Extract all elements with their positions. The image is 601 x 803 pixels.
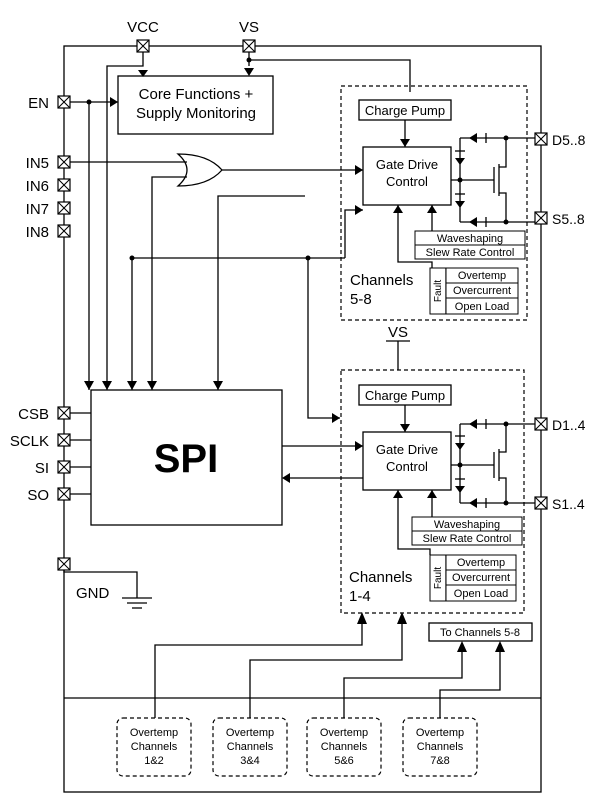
overtemp-block-4-line1: Overtemp [416, 727, 464, 739]
ground-symbol [63, 570, 152, 609]
overtemp-block-3-line1: Overtemp [320, 727, 368, 739]
pin-label-vcc: VCC [127, 19, 159, 36]
charge-pump-1-4-label: Charge Pump [365, 388, 445, 403]
pin-label-en: EN [28, 95, 49, 112]
to-channels-5-8-box [428, 622, 533, 642]
pin-label-vs-top: VS [239, 19, 259, 36]
fault-5-8-label: Fault [433, 280, 444, 302]
gate-drive-5-8-line1: Gate Drive [376, 157, 438, 172]
gate-drive-1-4-line1: Gate Drive [376, 442, 438, 457]
bank-1-4-label-line2: 1-4 [349, 588, 371, 605]
spi-block [90, 389, 283, 526]
overtemp-block-2-line3: 3&4 [240, 755, 260, 767]
charge-pump-5-8-label: Charge Pump [365, 103, 445, 118]
open-load-5-8 [445, 297, 519, 315]
overtemp-feedback-wires [154, 612, 505, 718]
gate-drive-1-4 [362, 431, 452, 491]
pin-en [57, 95, 71, 109]
core-line2: Supply Monitoring [136, 105, 256, 122]
overcurrent-5-8-label: Overcurrent [453, 285, 511, 297]
overcurrent-1-4-label: Overcurrent [452, 572, 510, 584]
waveshaping-5-8-label: Waveshaping [437, 233, 503, 245]
bank-1-4-label-line1: Channels [349, 569, 412, 586]
pin-label-csb: CSB [18, 406, 49, 423]
overtemp-block-3-line3: 5&6 [334, 755, 354, 767]
bank-1-4-outline [340, 369, 525, 614]
gate-drive-5-8 [362, 146, 452, 206]
slew-rate-5-8-label: Slew Rate Control [426, 247, 515, 259]
gate-drive-5-8-line2: Control [386, 174, 428, 189]
pin-d1-4 [534, 417, 548, 431]
overtemp-block-3-line2: Channels [321, 741, 368, 753]
pin-label-sclk: SCLK [10, 433, 49, 450]
overtemp-block-3 [306, 717, 382, 777]
overtemp-block-1 [116, 717, 192, 777]
overtemp-block-4 [402, 717, 478, 777]
spi-label: SPI [154, 437, 218, 481]
pin-in7 [57, 201, 71, 215]
pin-label-in6: IN6 [26, 178, 49, 195]
pin-csb [57, 406, 71, 420]
pin-label-d1-4: D1..4 [552, 417, 586, 433]
pin-vcc [136, 39, 150, 53]
overtemp-block-4-line2: Channels [417, 741, 464, 753]
pin-gnd [57, 557, 71, 571]
overtemp-block-1-line3: 1&2 [144, 755, 164, 767]
slew-rate-1-4 [411, 530, 523, 546]
overtemp-block-2 [212, 717, 288, 777]
pin-si [57, 460, 71, 474]
bank-5-8-label-line1: Channels [350, 272, 413, 289]
pin-vs-top [242, 39, 256, 53]
pin-sclk [57, 433, 71, 447]
in5-wires [70, 153, 363, 390]
gate-drive-1-4-line2: Control [386, 459, 428, 474]
core-functions-block [117, 75, 274, 135]
bank-5-8-outline [340, 85, 528, 321]
core-line1: Core Functions + [139, 86, 254, 103]
pin-in8 [57, 224, 71, 238]
pin-label-gnd: GND [76, 585, 110, 602]
overtemp-block-1-line2: Channels [131, 741, 178, 753]
pin-label-in7: IN7 [26, 201, 49, 218]
bank-5-8-label-line2: 5-8 [350, 291, 372, 308]
pin-label-d5-8: D5..8 [552, 132, 586, 148]
pin-s5-8 [534, 211, 548, 225]
spi-pin-wires [70, 412, 363, 495]
pin-label-s1-4: S1..4 [552, 496, 585, 512]
mosfet-5-8 [451, 133, 535, 227]
pin-in5 [57, 155, 71, 169]
mosfet-1-4 [451, 419, 535, 508]
slew-rate-5-8 [414, 244, 526, 260]
open-load-5-8-label: Open Load [455, 301, 509, 313]
vs-mid-label: VS [388, 324, 408, 341]
pin-label-in5: IN5 [26, 155, 49, 172]
pin-in6 [57, 178, 71, 192]
pin-s1-4 [534, 496, 548, 510]
overtemp-block-2-line1: Overtemp [226, 727, 274, 739]
en-wires [70, 97, 118, 390]
pin-label-so: SO [27, 487, 49, 504]
open-load-1-4 [445, 584, 517, 602]
pin-label-si: SI [35, 460, 49, 477]
pin-so [57, 487, 71, 501]
to-channels-5-8-label: To Channels 5-8 [440, 627, 520, 639]
supply-wires [102, 52, 411, 390]
overtemp-block-1-line1: Overtemp [130, 727, 178, 739]
overtemp-block-4-line3: 7&8 [430, 755, 450, 767]
overtemp-block-2-line2: Channels [227, 741, 274, 753]
overtemp-1-4-label: Overtemp [457, 557, 505, 569]
slew-rate-1-4-label: Slew Rate Control [423, 533, 512, 545]
fault-1-4-label: Fault [433, 567, 444, 589]
open-load-1-4-label: Open Load [454, 588, 508, 600]
pin-label-s5-8: S5..8 [552, 211, 585, 227]
overtemp-5-8-label: Overtemp [458, 270, 506, 282]
spi-bank-wires [127, 195, 363, 423]
waveshaping-1-4-label: Waveshaping [434, 519, 500, 531]
pin-d5-8 [534, 132, 548, 146]
pin-label-in8: IN8 [26, 224, 49, 241]
or-gate [176, 153, 223, 187]
